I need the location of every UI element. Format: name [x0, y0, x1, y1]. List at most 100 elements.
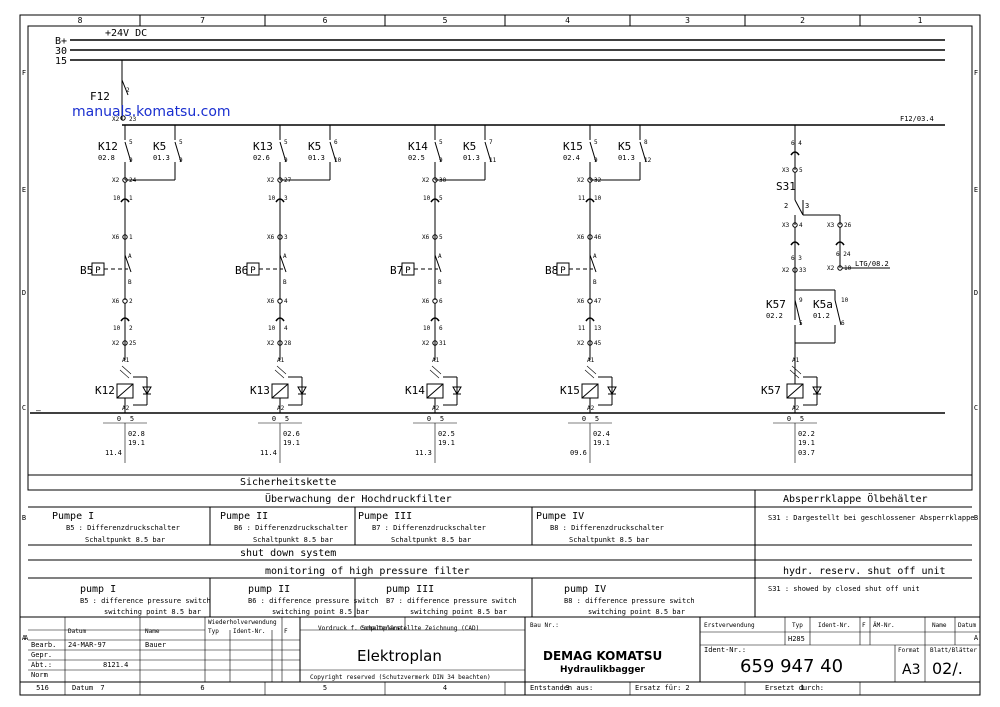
- title-header: Erstverwendung: [704, 622, 755, 629]
- pump-point-en: switching point 8.5 bar: [104, 608, 201, 616]
- rail-label: 15: [55, 56, 67, 67]
- coil-diag: [581, 383, 599, 399]
- column-label: 6: [200, 684, 204, 692]
- column-label: 4: [565, 16, 570, 25]
- pin: 9: [129, 157, 133, 164]
- plug-connector: [275, 317, 285, 322]
- terminal-label: X3: [782, 167, 790, 174]
- row-label: C: [974, 404, 978, 412]
- terminal-pin: 45: [594, 340, 602, 347]
- coil-diag: [786, 383, 804, 399]
- datum-label: Datum: [72, 684, 93, 692]
- wire: [329, 141, 337, 163]
- terminal-label: X2: [422, 177, 430, 184]
- xref-ref: 02.5: [438, 430, 455, 438]
- k5-label: K5: [308, 140, 321, 153]
- terminal-label: X2: [112, 340, 120, 347]
- column-label: 5: [443, 16, 448, 25]
- copyright: Copyright reserved (Schutzvermerk DIN 34…: [310, 674, 491, 681]
- relay-coil-label: K15: [560, 384, 580, 397]
- terminal-x2: [792, 267, 798, 273]
- wire: [794, 199, 804, 216]
- pin: 12: [644, 157, 652, 164]
- terminal-label: X2: [577, 340, 585, 347]
- pump-point-en: switching point 8.5 bar: [272, 608, 369, 616]
- xref-ref: 11.4: [105, 449, 122, 457]
- title-header: F: [284, 628, 288, 635]
- relay-contact-label: K12: [98, 140, 118, 153]
- pin: 5: [179, 139, 183, 146]
- column-label: 6: [323, 16, 328, 25]
- terminal-x6: [587, 234, 593, 240]
- plug-connector: [790, 241, 800, 246]
- relay-contact-label: K13: [253, 140, 273, 153]
- pump-name-de: Pumpe I: [52, 511, 94, 522]
- terminal-pin: 6: [439, 298, 443, 305]
- coil-pin: A2: [432, 405, 440, 412]
- coil-pin: A1: [792, 357, 800, 364]
- watermark[interactable]: manuals.komatsu.com: [72, 104, 231, 120]
- blatt-value: 02/.: [932, 659, 963, 678]
- pin: A: [593, 253, 597, 260]
- pump-desc-en: B8 : difference pressure switch: [564, 597, 695, 605]
- terminal-label: X6: [577, 234, 585, 241]
- pressure-symbol: P: [95, 266, 101, 276]
- led-arrow: [274, 369, 285, 379]
- terminal-label: X2: [422, 340, 430, 347]
- plug-connector: [430, 317, 440, 322]
- wire: [124, 141, 132, 163]
- connector-pin: 13: [594, 325, 602, 332]
- xref-ref: 19.1: [798, 439, 815, 447]
- wire: [279, 141, 287, 163]
- terminal-pin: 24: [129, 177, 137, 184]
- led-arrow: [789, 369, 800, 379]
- row-label: C: [22, 404, 26, 412]
- pump-desc-de: B6 : Differenzdruckschalter: [234, 524, 348, 532]
- connector-pin: 2: [129, 325, 133, 332]
- xref-ref: 03.7: [798, 449, 815, 457]
- sheet-title: Elektroplan: [357, 647, 442, 665]
- row-label: A: [22, 634, 27, 642]
- model-code: H285: [788, 635, 805, 643]
- terminal-label: X2: [267, 177, 275, 184]
- rail-label: B+: [55, 36, 67, 47]
- sensor-label: B7: [390, 264, 403, 277]
- column-label: 3: [685, 16, 690, 25]
- coil-pin: A2: [277, 405, 285, 412]
- terminal-pin: 4: [284, 298, 288, 305]
- pin: A: [438, 253, 442, 260]
- led-arrow: [586, 365, 597, 375]
- monitor-label-en: monitoring of high pressure filter: [265, 566, 470, 577]
- terminal-pin: 4: [799, 222, 803, 229]
- brand-name: DEMAG KOMATSU: [543, 649, 662, 663]
- xref-ref: 02.8: [128, 430, 145, 438]
- coil-diag: [426, 383, 444, 399]
- relay-ref: 01.3: [463, 154, 480, 162]
- coil-pin: A1: [122, 357, 130, 364]
- pump-name-en: pump IV: [564, 584, 606, 595]
- terminal-label: X6: [422, 298, 430, 305]
- terminal-pin: 33: [799, 267, 807, 274]
- connector-pin: 6 3: [791, 255, 802, 262]
- terminal-pin: 46: [594, 234, 602, 241]
- title-header: Typ: [208, 628, 219, 635]
- xref-index: 0: [272, 415, 276, 423]
- terminal-label: X2: [577, 177, 585, 184]
- terminal-pin: 26: [844, 222, 852, 229]
- terminal-pin: 47: [594, 298, 602, 305]
- connector-label: 10: [113, 325, 121, 332]
- pin: A: [283, 253, 287, 260]
- title-row-label: Bearb.: [31, 641, 56, 649]
- xref-ref: 19.1: [593, 439, 610, 447]
- pump-name-en: pump I: [80, 584, 116, 595]
- terminal-label: X2: [827, 265, 835, 272]
- terminal-pin: 2: [129, 298, 133, 305]
- xref-index: 5: [800, 415, 804, 423]
- plug-connector: [120, 198, 130, 203]
- blatt-label: Blatt/Blätter: [930, 647, 977, 654]
- xref-index: 0: [427, 415, 431, 423]
- column-label: 4: [443, 684, 447, 692]
- pin: B: [283, 279, 287, 286]
- wire: [589, 141, 597, 163]
- connector-pin: 3: [284, 195, 288, 202]
